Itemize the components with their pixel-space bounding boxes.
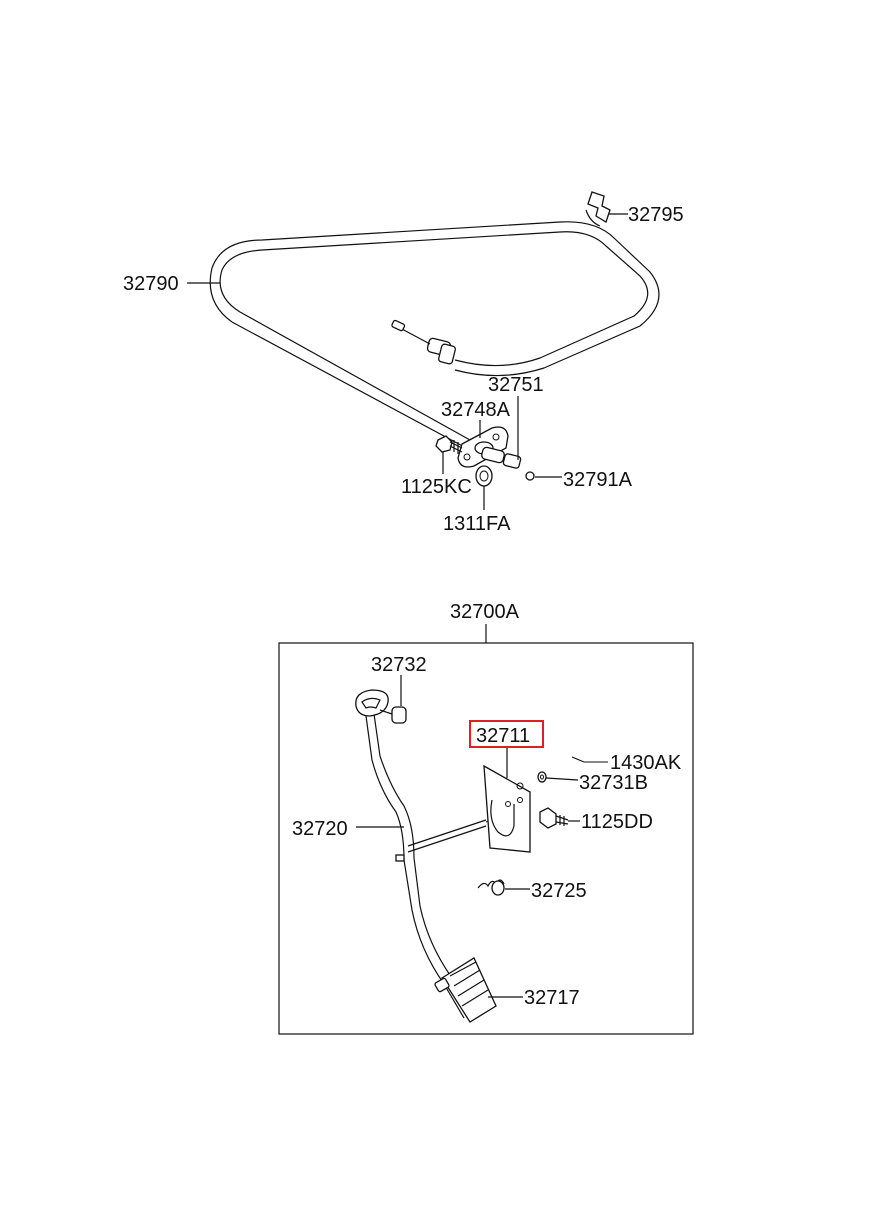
bolt-1125kc [435,435,463,454]
label-32795: 32795 [628,204,684,226]
accelerator-cable-outer [219,231,649,441]
label-1311fa: 1311FA [443,513,511,535]
cable-end-pin [391,319,406,332]
pedal-pad-32717 [434,957,523,1023]
label-1125kc: 1125KC [401,476,472,498]
pedal-arm [365,715,445,985]
label-32791a: 32791A [563,469,633,491]
cable-assembly [187,191,660,510]
label-32751: 32751 [488,374,544,396]
highlight-box-32711 [469,720,544,748]
cable-inner-wire [399,327,431,345]
cable-end-collar [438,343,456,365]
label-32700a: 32700A [450,601,520,623]
label-1430ak: 1430AK [610,752,682,774]
label-32711: 32711 [476,725,530,747]
accelerator-cable-inner [209,221,660,451]
label-32720: 32720 [292,818,348,840]
pedal-stopper-32732 [379,706,407,724]
pin-1430ak [571,756,608,763]
pivot-pin [395,854,405,862]
spring-32725 [477,879,530,896]
label-32790: 32790 [123,273,179,295]
bracket-hole-right [492,433,500,441]
pedal-top-plate [355,689,389,717]
pedal-bracket-32711 [483,764,531,853]
pivot-shaft-top [407,819,487,847]
label-32717: 32717 [524,987,580,1009]
cable-clip-hook [585,209,601,227]
label-32748a: 32748A [441,399,511,421]
pedal-assembly [278,624,694,1035]
bolt-1125dd [539,807,580,829]
cable-end-fitting [502,453,522,469]
part-labels: 32795 32790 32751 32748A 1125KC 32791A 1… [123,204,684,1009]
label-32731b: 32731B [579,772,648,794]
label-32732: 32732 [371,654,427,676]
label-1125dd: 1125DD [581,811,653,833]
cable-ball-part [525,471,535,481]
cable-clip-part [587,191,611,223]
bracket-boss [481,446,505,464]
label-32725: 32725 [531,880,587,902]
pivot-shaft-bottom [407,825,487,853]
nut-1311fa [475,465,493,487]
bracket-hole-left [463,453,471,461]
bushing-32731b [537,771,579,783]
